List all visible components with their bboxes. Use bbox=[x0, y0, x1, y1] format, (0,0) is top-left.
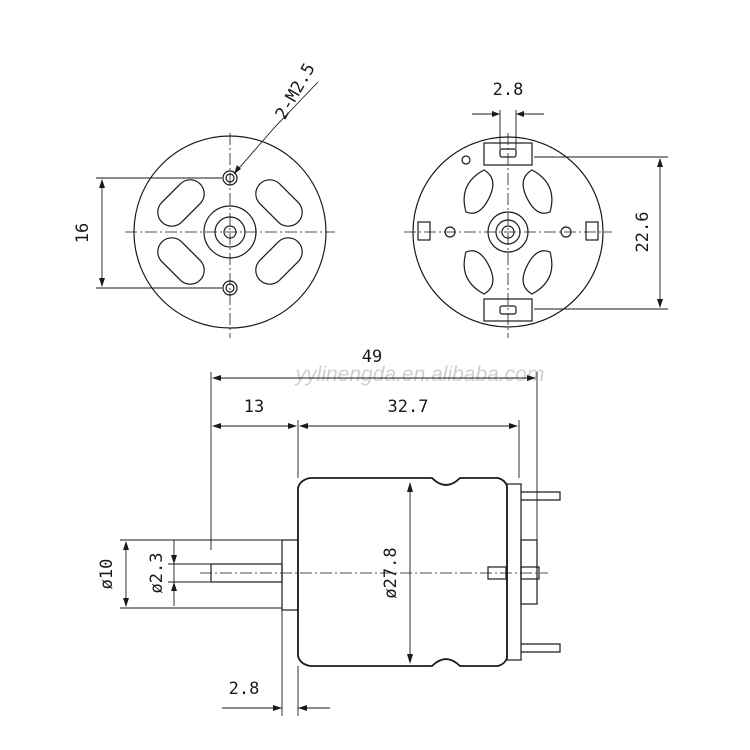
hole-spacing-label: 16 bbox=[73, 223, 93, 243]
front-boss bbox=[203, 205, 257, 259]
terminal-top bbox=[483, 142, 533, 166]
terminal-spacing-label: 22.6 bbox=[633, 212, 653, 253]
mounting-hole-bottom bbox=[222, 280, 238, 296]
front-end-cap-outline bbox=[133, 135, 327, 329]
body-length-label: 32.7 bbox=[388, 397, 429, 417]
boss-length-label: 2.8 bbox=[229, 679, 260, 699]
body-diameter-label: ø27.8 bbox=[381, 547, 401, 598]
boss-diameter-label: ø10 bbox=[97, 559, 117, 590]
front-shaft bbox=[223, 225, 237, 239]
overall-length-label: 49 bbox=[362, 347, 382, 367]
rear-bearing-boss bbox=[487, 211, 529, 253]
rear-end-cap-outline bbox=[412, 136, 604, 328]
terminal-width-label: 2.8 bbox=[493, 80, 524, 100]
watermark: yylinengda.en.alibaba.com bbox=[294, 363, 545, 386]
thread-label: 2-M2.5 bbox=[272, 60, 320, 123]
shaft-length-label: 13 bbox=[244, 397, 264, 417]
terminal-bottom bbox=[483, 298, 533, 322]
side-view: 49 13 32.7 ø27.8 bbox=[97, 347, 561, 716]
rear-end-cap bbox=[506, 483, 522, 661]
rear-view: 2.8 22.6 bbox=[404, 80, 668, 338]
mounting-hole-top bbox=[222, 170, 238, 186]
front-view: 16 2-M2.5 bbox=[73, 60, 335, 338]
shaft-diameter-label: ø2.3 bbox=[147, 553, 167, 594]
rear-vent-slots bbox=[463, 169, 553, 295]
vent-slots bbox=[157, 179, 303, 285]
front-boss-side bbox=[281, 539, 299, 611]
motor-can bbox=[297, 477, 508, 667]
